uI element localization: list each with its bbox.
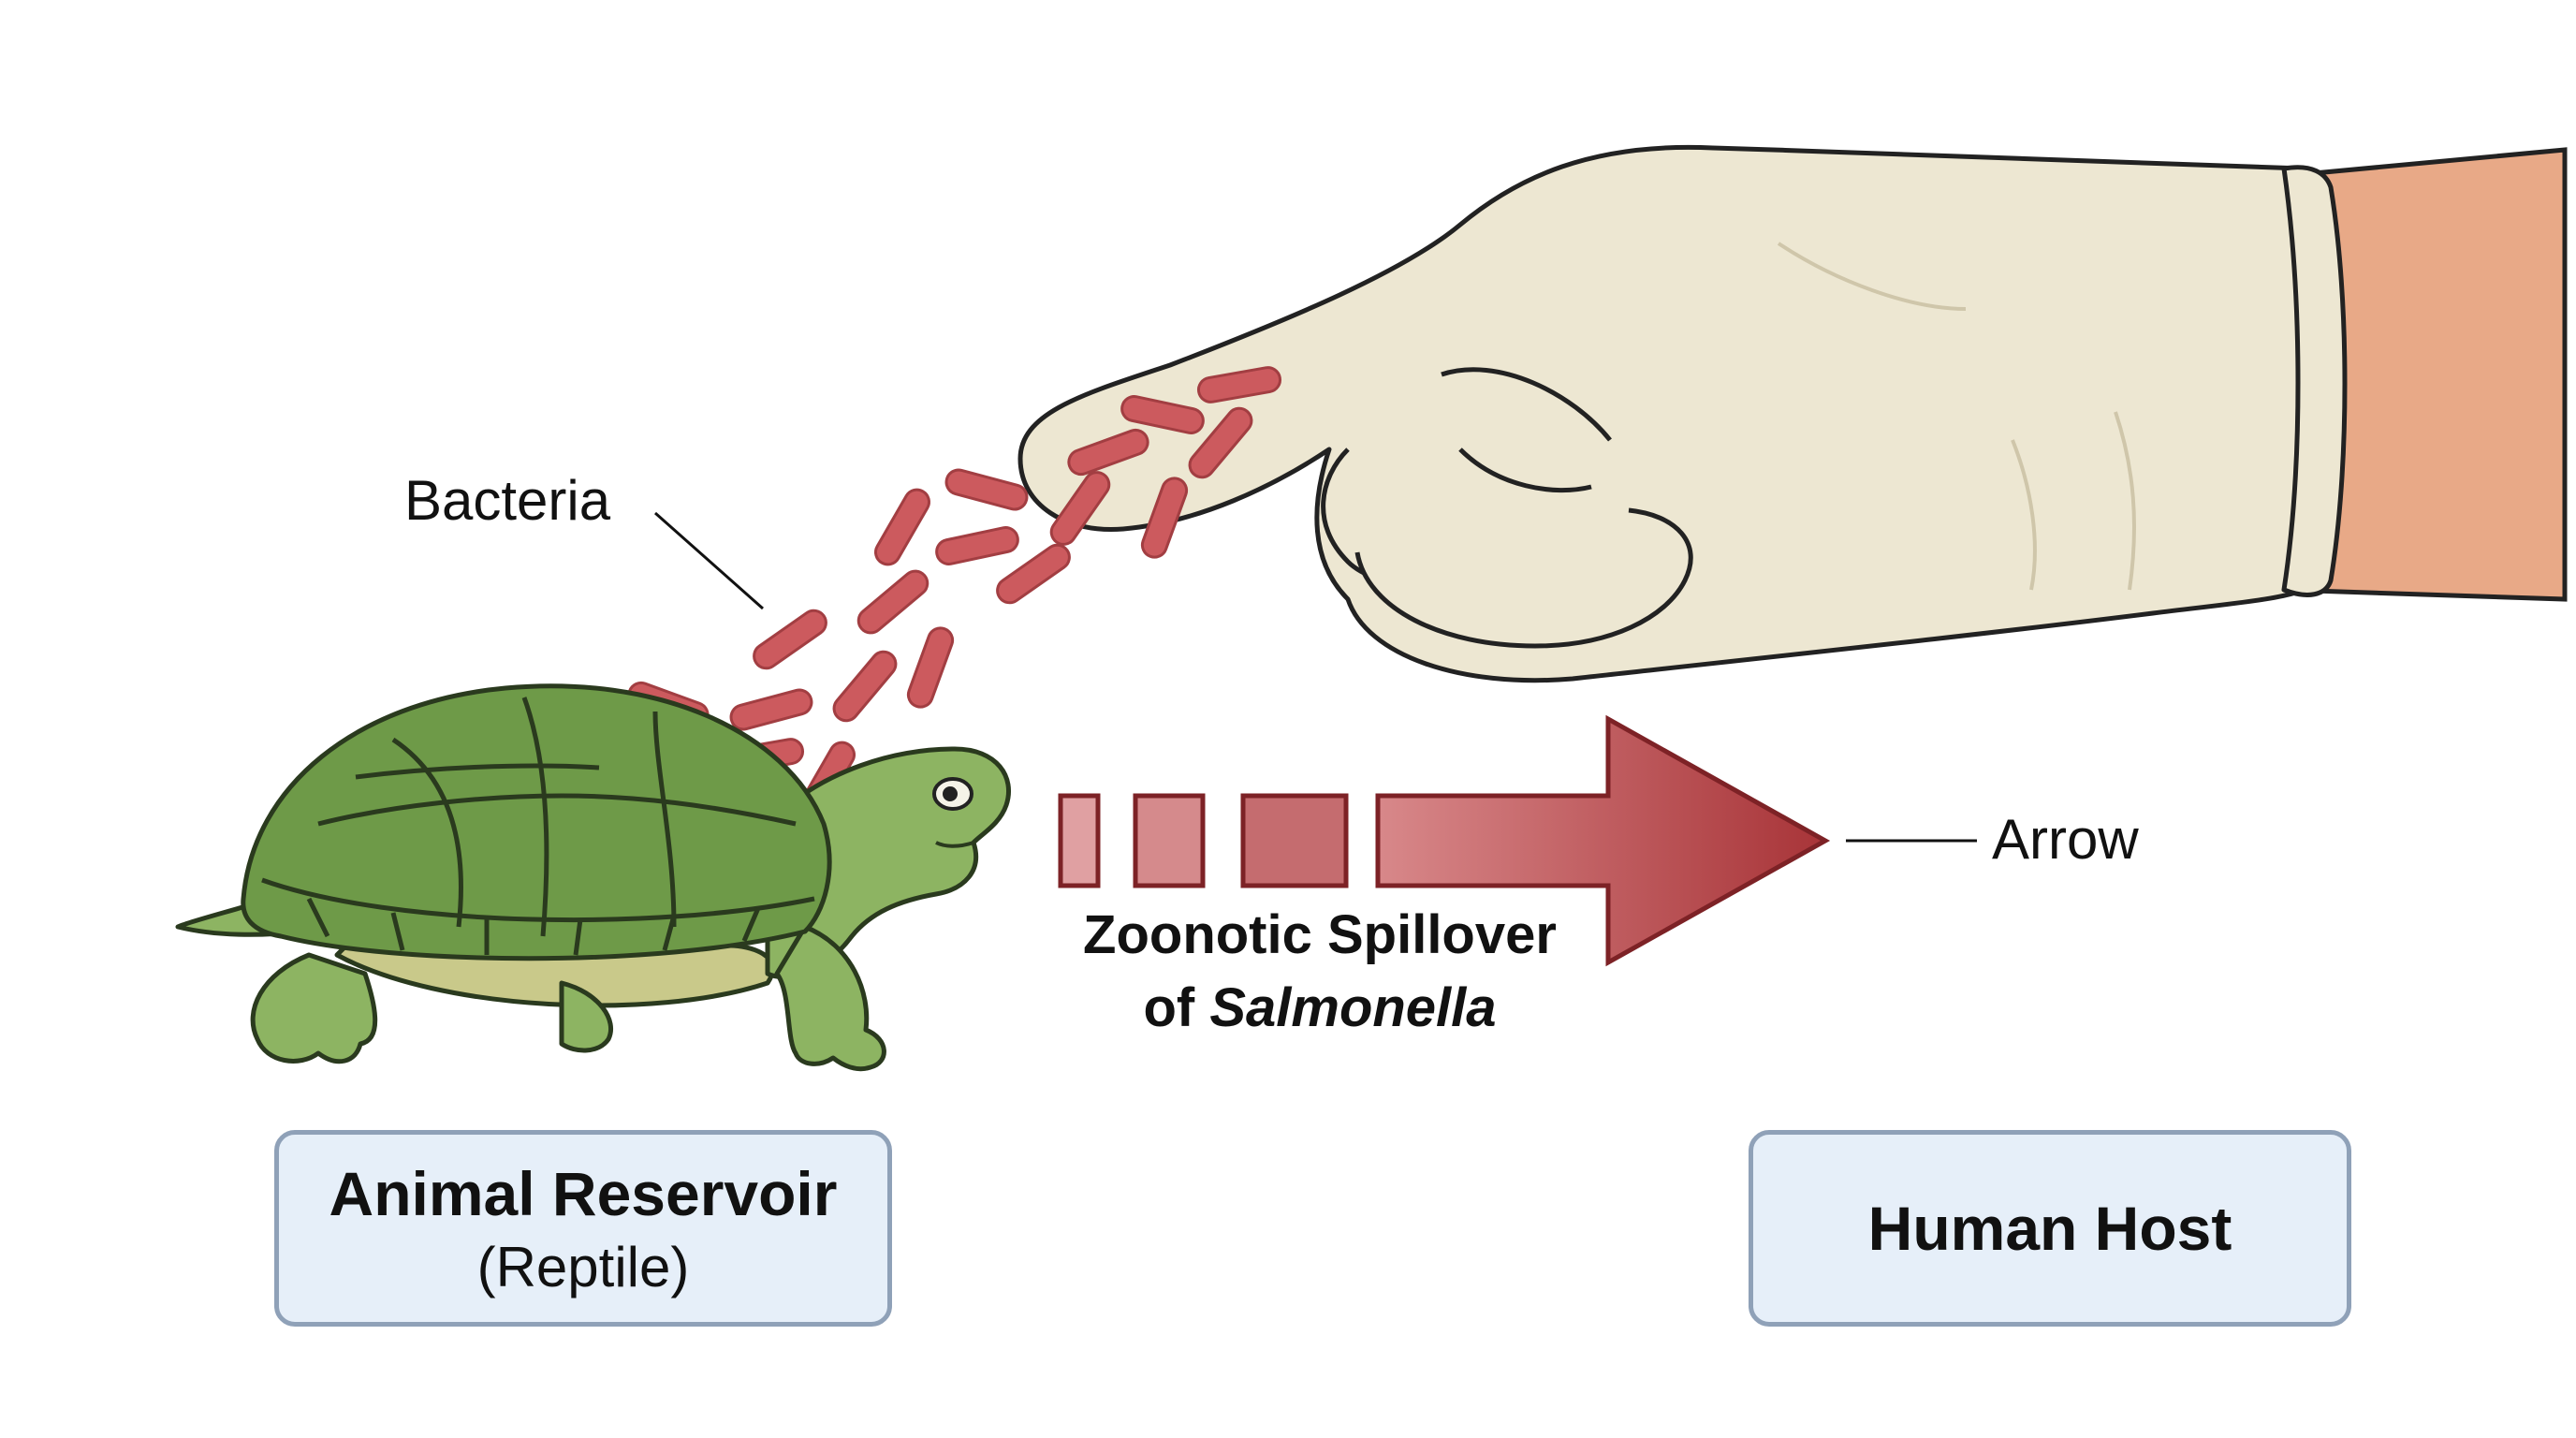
- animal-reservoir-box: Animal Reservoir (Reptile): [274, 1130, 892, 1327]
- spillover-caption-line1: Zoonotic Spillover: [1083, 904, 1557, 965]
- animal-reservoir-subtitle: (Reptile): [476, 1235, 690, 1299]
- arrow-segment-3: [1240, 793, 1349, 888]
- bacteria-label: Bacteria: [404, 469, 611, 532]
- spillover-arrow: [1058, 714, 1831, 967]
- arrow-segment-1: [1058, 793, 1101, 888]
- spillover-caption: Zoonotic Spillover of Salmonella: [1020, 899, 1619, 1045]
- turtle-mouth: [935, 841, 974, 848]
- turtle: [175, 683, 1012, 1072]
- human-host-title: Human Host: [1867, 1194, 2232, 1263]
- arrow-body: [1375, 714, 1831, 967]
- gloved-hand: [1017, 144, 2348, 683]
- spillover-of: of: [1143, 977, 1195, 1038]
- human-host-box: Human Host: [1749, 1130, 2351, 1327]
- spillover-caption-line2: of Salmonella: [1020, 972, 1619, 1045]
- spillover-organism: Salmonella: [1209, 977, 1497, 1038]
- turtle-eye: [932, 777, 973, 811]
- animal-reservoir-title: Animal Reservoir: [329, 1158, 838, 1228]
- arrow-segment-2: [1133, 793, 1206, 888]
- arrow-label: Arrow: [1992, 808, 2139, 871]
- bacteria-leader-line: [654, 511, 764, 610]
- glove-folds: [1777, 242, 2136, 591]
